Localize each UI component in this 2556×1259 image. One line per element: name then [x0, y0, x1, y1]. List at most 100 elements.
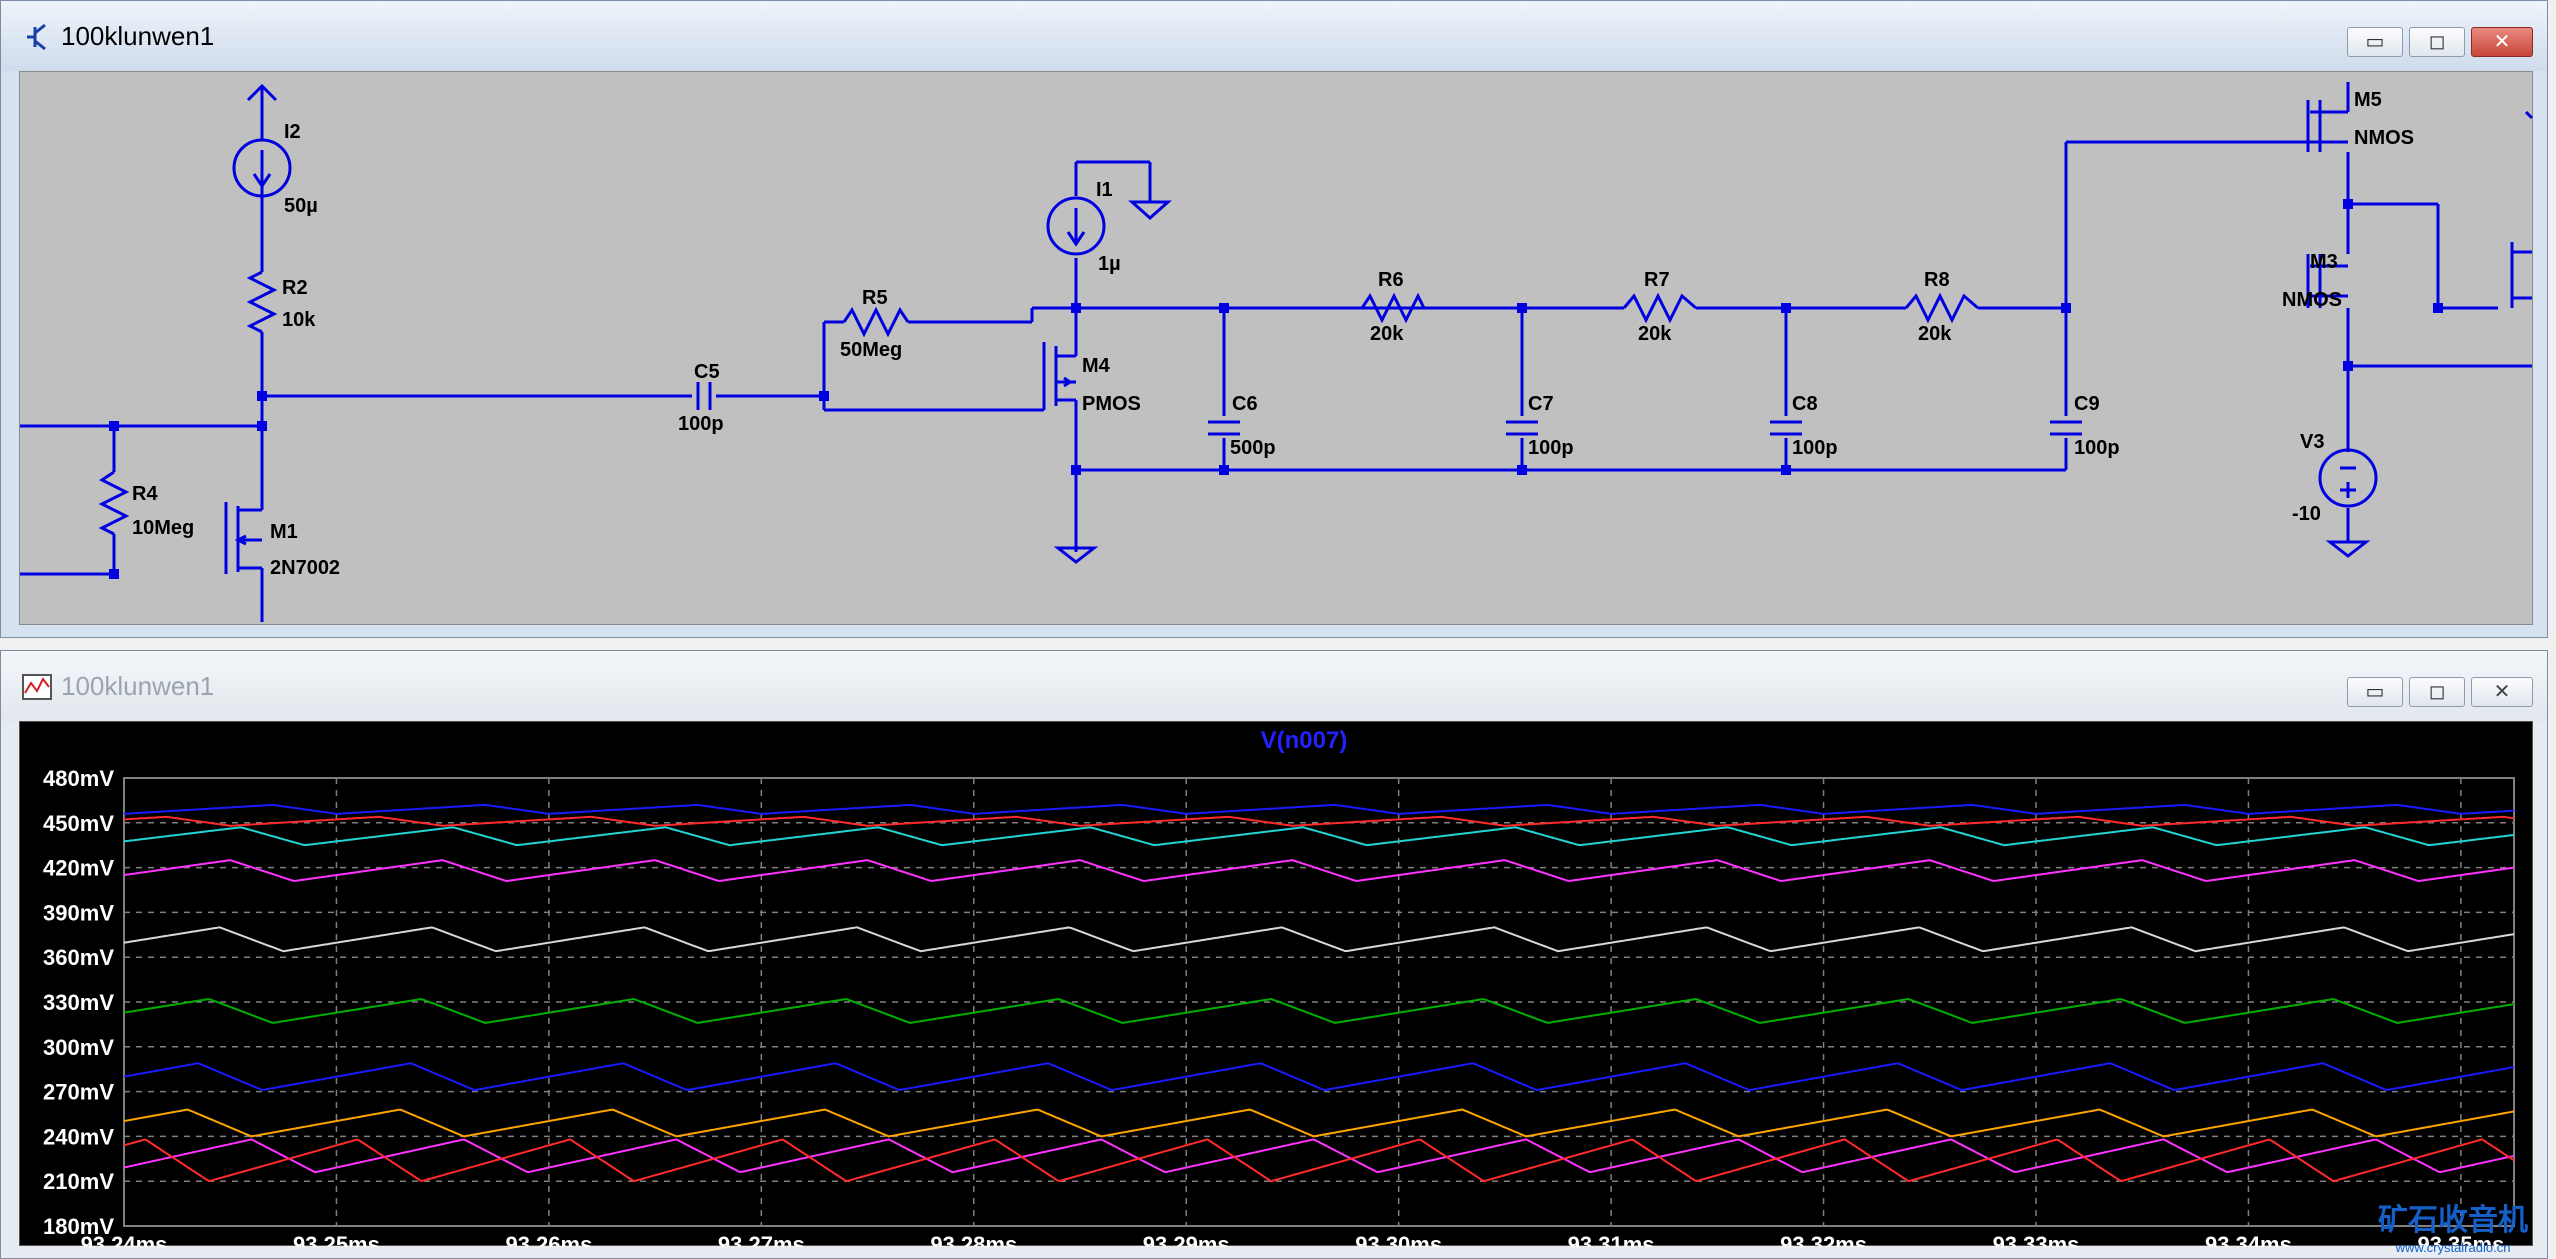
M5-label: M5 [2354, 89, 2382, 111]
x-tick-label: 93.33ms [1993, 1232, 2080, 1247]
minimize-button[interactable]: ▭ [2347, 27, 2403, 57]
V3-value: -10 [2292, 503, 2321, 525]
M4-value: PMOS [1082, 393, 1141, 415]
M4-label: M4 [1082, 355, 1111, 377]
M4-transistor [1042, 342, 1076, 410]
y-tick-label: 300mV [43, 1035, 114, 1060]
R6-resistor [1360, 292, 1426, 324]
I1-current-source [1046, 196, 1172, 256]
I1-label: I1 [1096, 179, 1113, 201]
watermark-logo: 矿石收音机 www.crystalradio.cn [2378, 1203, 2528, 1255]
minimize-button[interactable]: ▭ [2347, 677, 2403, 707]
C7-value: 100p [1528, 437, 1574, 459]
x-tick-label: 93.32ms [1780, 1232, 1867, 1247]
C9-label: C9 [2074, 393, 2100, 415]
waveform-titlebar[interactable]: 100klunwen1 ▭◻✕ [1, 651, 2547, 721]
waveform-window[interactable]: 100klunwen1 ▭◻✕ V(n007) 480mV 450mV 420mV 3… [0, 650, 2548, 1259]
C8-label: C8 [1792, 393, 1818, 415]
maximize-button[interactable]: ◻ [2409, 27, 2465, 57]
R8-label: R8 [1924, 269, 1950, 291]
C6-label: C6 [1232, 393, 1258, 415]
series-line-6 [123, 1062, 2515, 1092]
x-tick-label: 93.34ms [2205, 1232, 2292, 1247]
C5-label: C5 [694, 361, 720, 383]
R6-value: 20k [1370, 323, 1404, 345]
x-tick-label: 93.25ms [293, 1232, 380, 1247]
series-line-9 [123, 1138, 2515, 1183]
R5-resistor [842, 306, 910, 338]
C9-value: 100p [2074, 437, 2120, 459]
ground-icon [2325, 540, 2371, 558]
series-line-0 [123, 803, 2515, 815]
x-tick-label: 93.29ms [1143, 1232, 1230, 1247]
series-line-1 [123, 815, 2515, 827]
y-tick-label: 450mV [43, 811, 114, 836]
y-tick-label: 330mV [43, 990, 114, 1015]
x-tick-label: 93.28ms [930, 1232, 1017, 1247]
schematic-canvas[interactable]: I2 50µ R2 10k R4 10Meg M1 2N7002 C5 100p… [19, 71, 2534, 625]
series-line-2 [123, 826, 2515, 847]
C5-capacitor [696, 382, 712, 410]
ground-icon [1053, 546, 1099, 564]
ladder-capacitors [1208, 420, 2082, 436]
series-line-8 [123, 1138, 2515, 1174]
R5-label: R5 [862, 287, 888, 309]
R4-label: R4 [132, 483, 158, 505]
C5-value: 100p [678, 413, 724, 435]
y-tick-label: 420mV [43, 856, 114, 881]
y-axis-ticks: 480mV450mV420mV390mV360mV330mV300mV270mV… [43, 766, 114, 1239]
svg-text:矿石收音机: 矿石收音机 [2378, 1203, 2528, 1237]
M3-value: NMOS [2282, 289, 2342, 311]
schematic-titlebar[interactable]: 100klunwen1 ▭◻✕ [1, 1, 2547, 71]
y-tick-label: 270mV [43, 1080, 114, 1105]
close-button[interactable]: ✕ [2471, 677, 2533, 707]
series-line-4 [123, 926, 2515, 953]
close-button[interactable]: ✕ [2471, 27, 2533, 57]
R2-value: 10k [282, 309, 316, 331]
R6-label: R6 [1378, 269, 1404, 291]
R2-label: R2 [282, 277, 308, 299]
waveform-viewer-icon [22, 674, 52, 700]
R4-resistor [98, 470, 130, 536]
schematic-drawing: I2 50µ R2 10k R4 10Meg M1 2N7002 C5 100p… [20, 82, 2534, 622]
y-tick-label: 240mV [43, 1124, 114, 1149]
y-tick-label: 210mV [43, 1169, 114, 1194]
window-title: 100klunwen1 [61, 671, 215, 701]
schematic-window[interactable]: 100klunwen1 ▭◻✕ [0, 0, 2548, 638]
V3-label: V3 [2300, 431, 2324, 453]
R8-resistor [1904, 292, 1979, 324]
svg-text:www.crystalradio.cn: www.crystalradio.cn [2395, 1240, 2511, 1255]
y-tick-label: 360mV [43, 945, 114, 970]
x-tick-label: 93.24ms [81, 1232, 168, 1247]
R5-value: 50Meg [840, 339, 902, 361]
trace-name-label[interactable]: V(n007) [1261, 727, 1348, 754]
R8-value: 20k [1918, 323, 1952, 345]
series-line-3 [123, 859, 2515, 883]
C8-value: 100p [1792, 437, 1838, 459]
C6-value: 500p [1230, 437, 1276, 459]
M1-transistor [224, 502, 262, 574]
ltspice-schematic-icon [27, 23, 46, 51]
x-tick-label: 93.27ms [718, 1232, 805, 1247]
junction-dots [109, 199, 2443, 579]
plot-grid [123, 777, 2515, 1227]
R7-label: R7 [1644, 269, 1670, 291]
R2-resistor [246, 270, 278, 334]
R7-resistor [1622, 292, 1697, 324]
I2-label: I2 [284, 121, 301, 143]
window-title: 100klunwen1 [61, 21, 215, 51]
x-tick-label: 93.26ms [505, 1232, 592, 1247]
y-tick-label: 480mV [43, 766, 114, 791]
series-line-5 [123, 997, 2515, 1024]
y-tick-label: 180mV [43, 1214, 114, 1239]
C7-label: C7 [1528, 393, 1554, 415]
M1-value: 2N7002 [270, 557, 340, 579]
M3-label: M3 [2310, 251, 2338, 273]
maximize-button[interactable]: ◻ [2409, 677, 2465, 707]
x-tick-label: 93.30ms [1355, 1232, 1442, 1247]
plot-series [123, 803, 2515, 1183]
x-tick-label: 93.31ms [1568, 1232, 1655, 1247]
I2-current-source [232, 83, 292, 198]
I2-value: 50µ [284, 195, 318, 217]
